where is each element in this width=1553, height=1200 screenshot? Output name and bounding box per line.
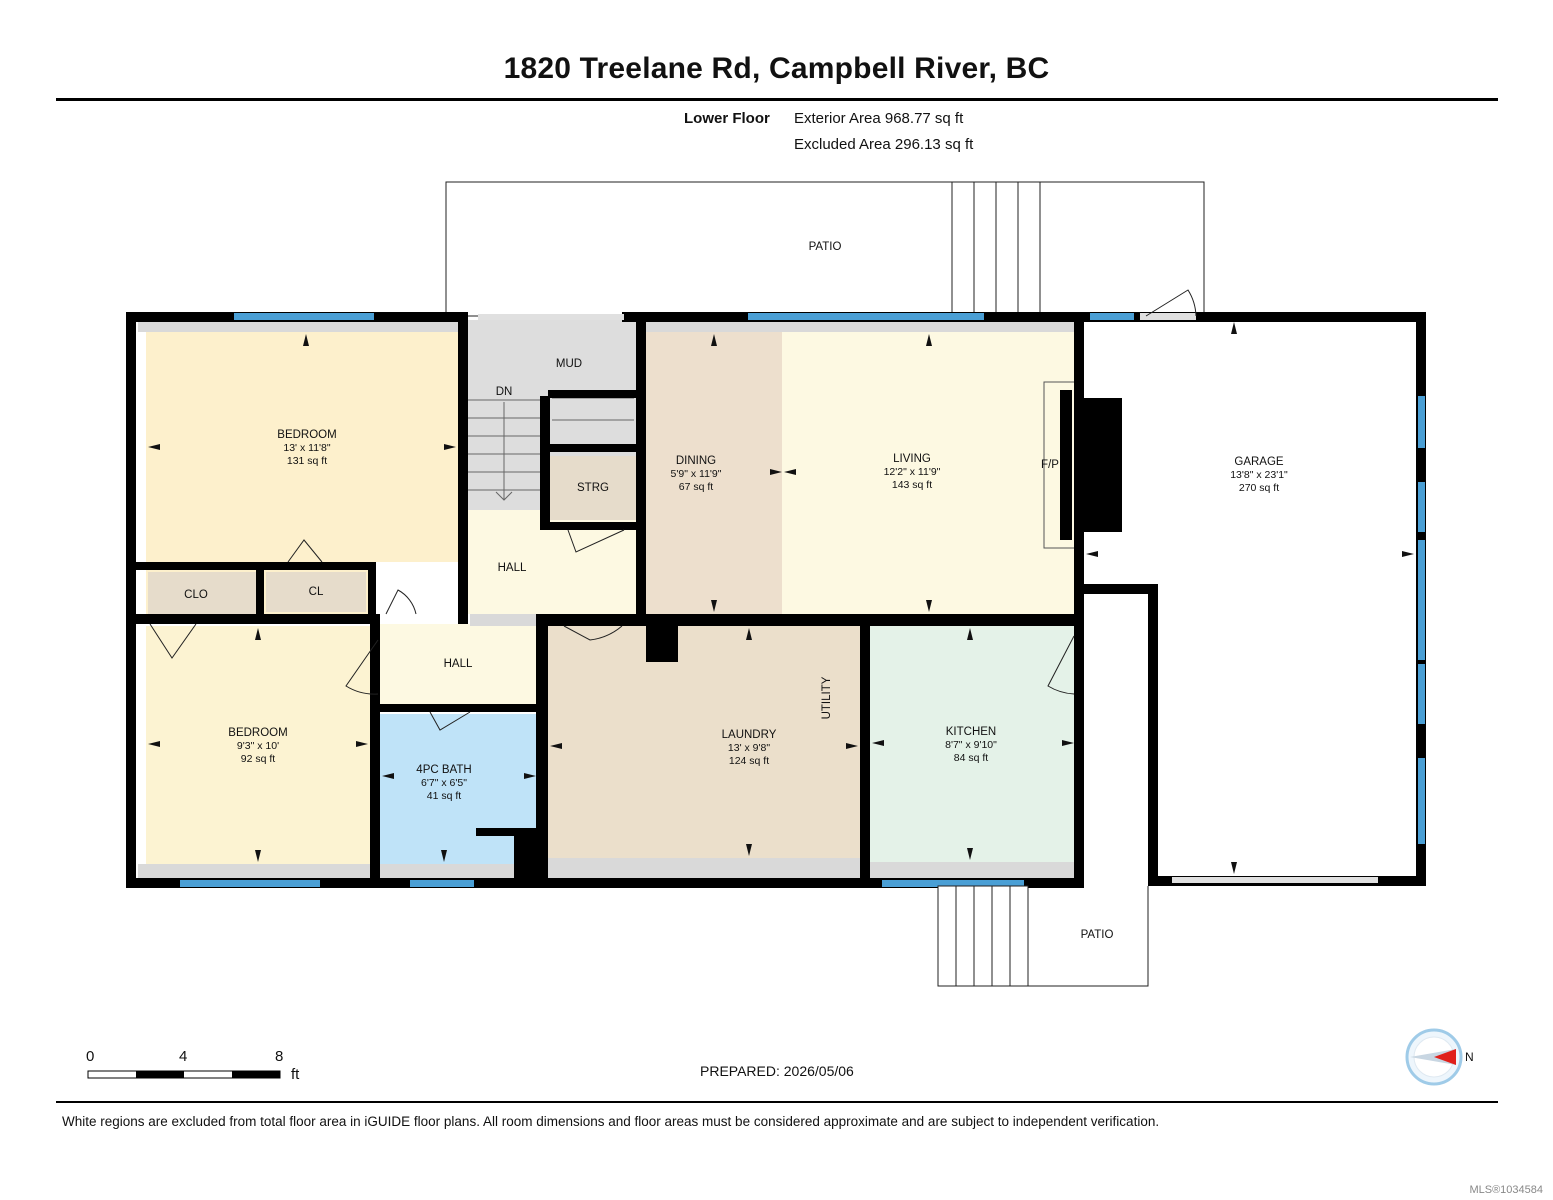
door-swings bbox=[149, 289, 1197, 731]
kitchen-dims: 8'7" x 9'10" bbox=[945, 739, 997, 751]
room-bedroom-2 bbox=[146, 626, 370, 864]
patio-bottom-label: PATIO bbox=[1081, 929, 1114, 941]
scale-unit: ft bbox=[291, 1066, 300, 1083]
fireplace-label: F/P bbox=[1041, 459, 1059, 471]
windows bbox=[180, 313, 1425, 887]
garage-area: 270 sq ft bbox=[1239, 482, 1279, 494]
sliding-door-mud bbox=[478, 314, 624, 320]
closet-clo bbox=[148, 572, 256, 618]
living-name: LIVING bbox=[893, 453, 931, 465]
mls-watermark: MLS®1034584 bbox=[1469, 1184, 1543, 1196]
room-living bbox=[782, 332, 1074, 614]
garage-door bbox=[1172, 877, 1378, 883]
clo-label: CLO bbox=[184, 589, 208, 601]
dining-name: DINING bbox=[676, 455, 716, 467]
chimney bbox=[1078, 398, 1122, 532]
bedroom-2-area: 92 sq ft bbox=[241, 753, 276, 765]
garage-name: GARAGE bbox=[1234, 456, 1284, 468]
room-dining bbox=[646, 332, 782, 614]
exterior-area: Exterior Area 968.77 sq ft bbox=[794, 110, 964, 127]
laundry-dims: 13' x 9'8" bbox=[728, 742, 770, 754]
laundry-area: 124 sq ft bbox=[729, 755, 769, 767]
bedroom-2-dims: 9'3" x 10' bbox=[237, 740, 279, 752]
living-dims: 12'2" x 11'9" bbox=[884, 466, 941, 478]
utility-label: UTILITY bbox=[821, 676, 833, 719]
stairs-top bbox=[951, 181, 1041, 317]
page-title: 1820 Treelane Rd, Campbell River, BC bbox=[503, 52, 1050, 85]
dining-dims: 5'9" x 11'9" bbox=[671, 468, 722, 480]
kitchen-name: KITCHEN bbox=[946, 726, 996, 738]
scale-tick-0: 0 bbox=[86, 1048, 95, 1065]
wall-bands bbox=[138, 322, 1076, 878]
patio-bottom bbox=[1028, 886, 1149, 987]
storage-label: STRG bbox=[577, 482, 609, 494]
room-hall-lower bbox=[378, 624, 536, 704]
room-bath bbox=[380, 714, 538, 864]
bath-area: 41 sq ft bbox=[427, 790, 462, 802]
room-bedroom-1 bbox=[146, 332, 459, 562]
garage-dims: 13'8" x 23'1" bbox=[1230, 469, 1288, 481]
bedroom-1-dims: 13' x 11'8" bbox=[283, 442, 331, 454]
footer-rule bbox=[56, 1101, 1498, 1103]
compass-north-label: N bbox=[1465, 1050, 1474, 1064]
bath-name: 4PC BATH bbox=[416, 764, 471, 776]
stairs-bottom bbox=[937, 885, 1029, 987]
cl-label: CL bbox=[309, 586, 324, 598]
scale-bar bbox=[87, 1070, 281, 1079]
excluded-area: Excluded Area 296.13 sq ft bbox=[794, 136, 974, 153]
mud-label: MUD bbox=[556, 358, 582, 370]
stairs-down bbox=[468, 397, 634, 501]
bath-dims: 6'7" x 6'5" bbox=[421, 777, 467, 789]
scale-tick-8: 8 bbox=[275, 1048, 284, 1065]
dining-area: 67 sq ft bbox=[679, 481, 714, 493]
dimension-arrows bbox=[148, 322, 1414, 874]
laundry-name: LAUNDRY bbox=[722, 729, 777, 741]
fireplace-hearth bbox=[1060, 390, 1072, 540]
living-area: 143 sq ft bbox=[892, 479, 932, 491]
dn-label: DN bbox=[496, 386, 513, 398]
scale-tick-4: 4 bbox=[179, 1048, 188, 1065]
garage-side-door bbox=[1140, 313, 1196, 320]
bedroom-1-name: BEDROOM bbox=[277, 429, 336, 441]
bedroom-1-area: 131 sq ft bbox=[287, 455, 327, 467]
disclaimer: White regions are excluded from total fl… bbox=[62, 1114, 1160, 1129]
hall-lower-label: HALL bbox=[444, 658, 473, 670]
room-storage bbox=[548, 456, 636, 520]
floor-label: Lower Floor bbox=[684, 110, 770, 127]
compass-icon bbox=[1405, 1028, 1463, 1086]
kitchen-area: 84 sq ft bbox=[954, 752, 989, 764]
hall-upper-label: HALL bbox=[498, 562, 527, 574]
room-kitchen bbox=[870, 626, 1076, 862]
prepared-date: PREPARED: 2026/05/06 bbox=[700, 1063, 854, 1079]
title-rule bbox=[56, 98, 1498, 101]
bedroom-2-name: BEDROOM bbox=[228, 727, 287, 739]
patio-top-label: PATIO bbox=[809, 241, 842, 253]
room-laundry bbox=[548, 626, 860, 858]
closet-cl bbox=[266, 572, 366, 612]
